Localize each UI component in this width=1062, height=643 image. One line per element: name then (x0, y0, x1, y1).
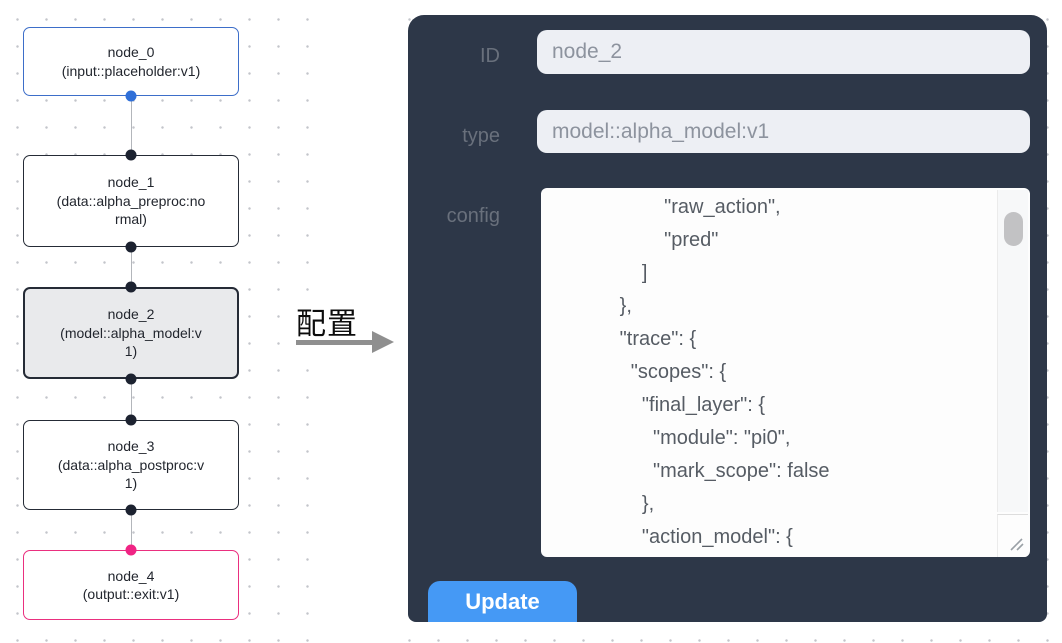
type-input[interactable] (537, 110, 1030, 153)
node-id-label: node_0 (107, 44, 155, 60)
config-arrow-icon (296, 340, 374, 345)
update-button[interactable]: Update (428, 581, 577, 622)
node-type-label: (model::alpha_model:v1) (60, 324, 202, 360)
port-node0-out[interactable] (125, 90, 137, 102)
node-type-label: (input::placeholder:v1) (61, 62, 201, 79)
port-node3-out[interactable] (125, 504, 137, 516)
port-node2-out[interactable] (125, 373, 137, 385)
node-id-label: node_4 (107, 567, 155, 584)
flow-node-node_0[interactable]: node_0 (input::placeholder:v1) (23, 27, 239, 96)
id-field-label: ID (480, 45, 500, 67)
node-config-panel: ID type config "raw_action", "pred" ] },… (408, 15, 1047, 622)
config-field-label: config (446, 205, 500, 227)
config-json-textarea[interactable]: "raw_action", "pred" ] }, "trace": { "sc… (541, 188, 1030, 557)
node-type-label: (data::alpha_preproc:normal) (56, 192, 206, 228)
edge-node3-node4 (130, 510, 133, 550)
config-arrow-head-icon (372, 331, 394, 353)
id-input[interactable] (537, 30, 1030, 74)
node-id-label: node_3 (107, 438, 155, 455)
flow-node-node_2[interactable]: node_2 (model::alpha_model:v1) (23, 287, 239, 379)
config-json-text: "raw_action", "pred" ] }, "trace": { "sc… (619, 196, 830, 548)
node-id-label: node_2 (107, 306, 155, 323)
flow-node-node_3[interactable]: node_3 (data::alpha_postproc:v1) (23, 420, 239, 510)
port-node3-in[interactable] (125, 414, 137, 426)
port-node4-in[interactable] (125, 544, 137, 556)
type-field-label: type (462, 125, 500, 147)
flow-node-node_4[interactable]: node_4 (output::exit:v1) (23, 550, 239, 620)
scrollbar-track[interactable] (997, 190, 1028, 512)
port-node2-in[interactable] (125, 281, 137, 293)
node-type-label: (output::exit:v1) (82, 586, 180, 602)
port-node1-in[interactable] (125, 149, 137, 161)
edge-node2-node3 (130, 379, 133, 420)
scrollbar-thumb[interactable] (1004, 212, 1023, 246)
port-node1-out[interactable] (125, 241, 137, 253)
configure-label: 配置 (296, 308, 358, 341)
edge-node0-node1 (130, 96, 133, 155)
node-id-label: node_1 (107, 174, 155, 191)
node-type-label: (data::alpha_postproc:v1) (57, 456, 205, 492)
resize-handle-icon[interactable] (997, 514, 1028, 557)
edge-node1-node2 (130, 247, 133, 287)
flow-node-node_1[interactable]: node_1 (data::alpha_preproc:normal) (23, 155, 239, 247)
